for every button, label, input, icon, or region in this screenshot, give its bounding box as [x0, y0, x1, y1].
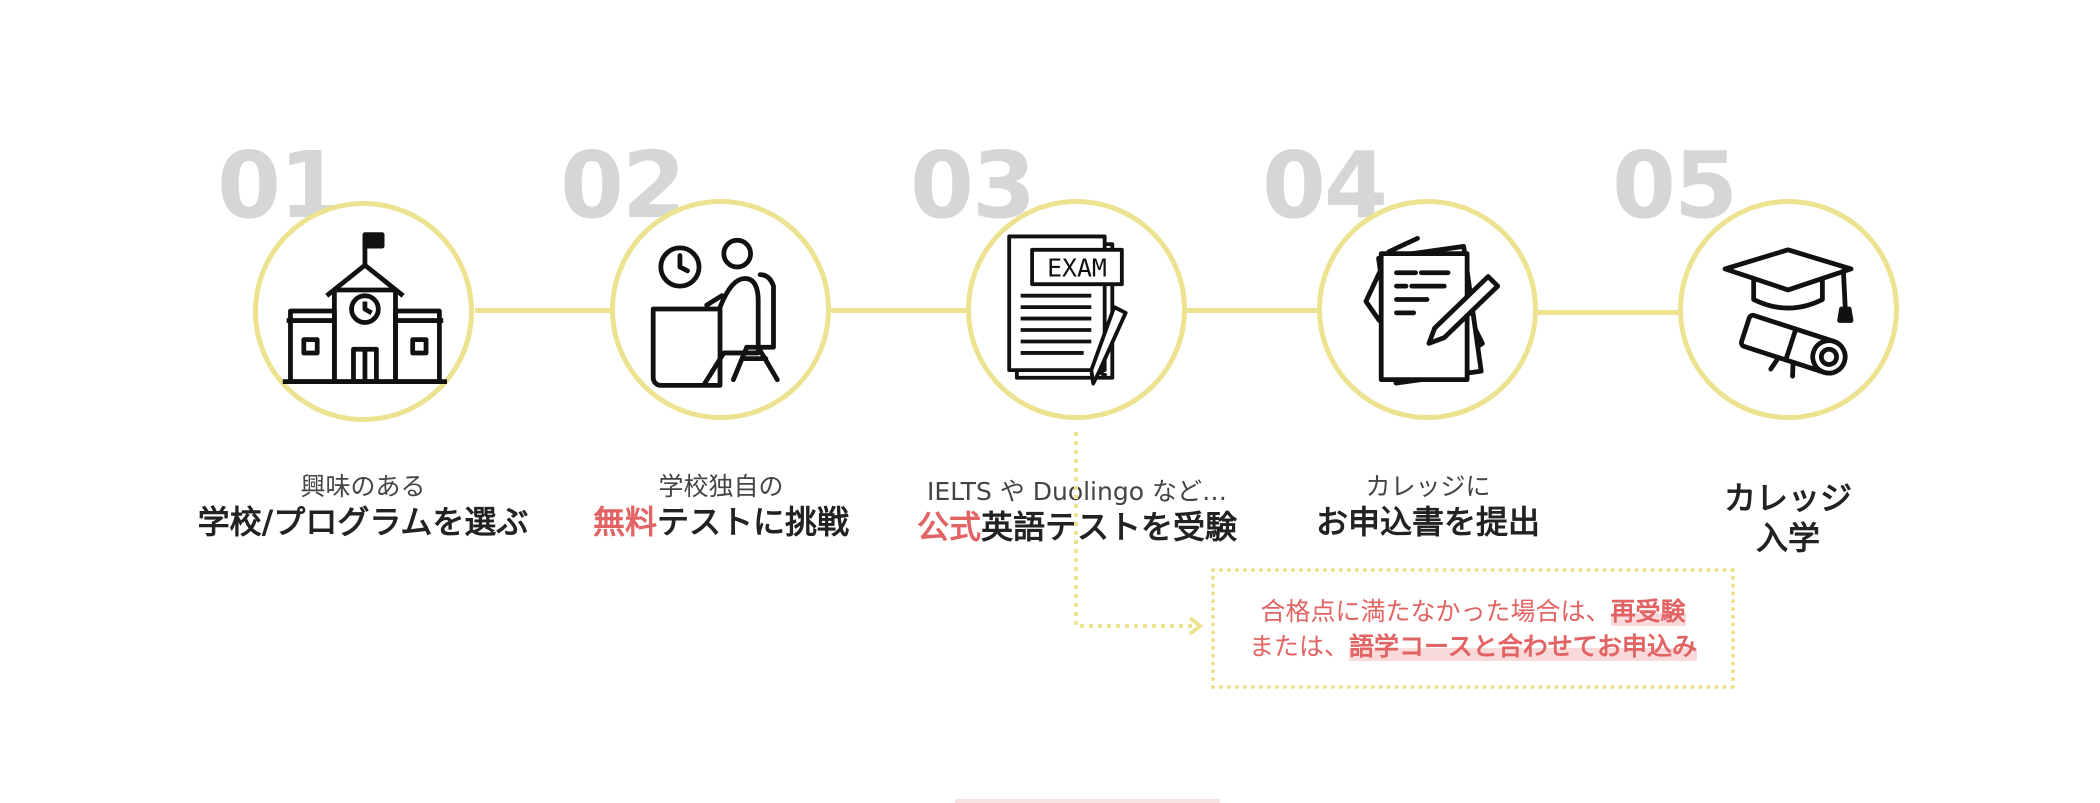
step-main-rest-02: テストに挑戦 [657, 503, 850, 541]
note-line-1-highlight: 再受験 [1610, 597, 1686, 626]
school-building-icon [282, 232, 448, 385]
step-circle-05 [1678, 199, 1899, 420]
step-sub-02: 学校独自の [658, 472, 784, 501]
svg-text:EXAM: EXAM [1047, 254, 1107, 283]
step-caption-03: IELTS や Duolingo など… 公式英語テストを受験 [867, 477, 1287, 547]
step-main-01: 学校/プログラムを選ぶ [197, 503, 529, 541]
note-line-1: 合格点に満たなかった場合は、再受験 [1215, 594, 1731, 629]
note-line-1-prefix: 合格点に満たなかった場合は、 [1260, 597, 1611, 626]
step-main-accent-02: 無料 [592, 503, 657, 541]
step-caption-05: カレッジ 入学 [1578, 478, 1998, 558]
step-main-02: 無料テストに挑戦 [511, 502, 931, 542]
step-main-rest-03: 英語テストを受験 [981, 508, 1238, 546]
step-sub-01: 興味のある [300, 472, 426, 501]
step-sub-03: IELTS や Duolingo など… [927, 477, 1227, 506]
application-document-icon [1363, 235, 1501, 386]
note-line-2: または、語学コースと合わせてお申込み [1215, 629, 1731, 664]
connector-2-3 [831, 308, 966, 313]
step-main-05-line2: 入学 [1755, 519, 1820, 557]
step-caption-01: 興味のある 学校/プログラムを選ぶ [153, 472, 573, 542]
step-number-05: 05 [1612, 132, 1738, 239]
retake-note-box: 合格点に満たなかった場合は、再受験 または、語学コースと合わせてお申込み [1211, 568, 1735, 689]
exam-paper-icon: EXAM [1007, 234, 1128, 386]
step-main-accent-03: 公式 [916, 508, 981, 546]
step-circle-01 [253, 201, 474, 422]
step-caption-04: カレッジに お申込書を提出 [1218, 472, 1638, 542]
step-circle-03: EXAM [966, 199, 1187, 420]
step-main-04: お申込書を提出 [1315, 503, 1540, 541]
connector-3-4 [1187, 308, 1317, 313]
step-circle-02 [610, 199, 831, 420]
step-circle-04 [1317, 199, 1538, 420]
connector-4-5 [1538, 310, 1678, 315]
branch-arrow [1074, 432, 1204, 636]
student-at-desk-icon [650, 237, 780, 388]
note-line-2-highlight: 語学コースと合わせてお申込み [1349, 632, 1698, 661]
graduation-cap-diploma-icon [1722, 247, 1854, 379]
step-main-05-line1: カレッジ [1723, 479, 1852, 517]
step-sub-04: カレッジに [1365, 472, 1491, 501]
connector-1-2 [475, 308, 610, 313]
note-line-2-prefix: または、 [1248, 632, 1349, 661]
step-caption-02: 学校独自の 無料テストに挑戦 [511, 472, 931, 542]
step-main-03: 公式英語テストを受験 [867, 507, 1287, 547]
